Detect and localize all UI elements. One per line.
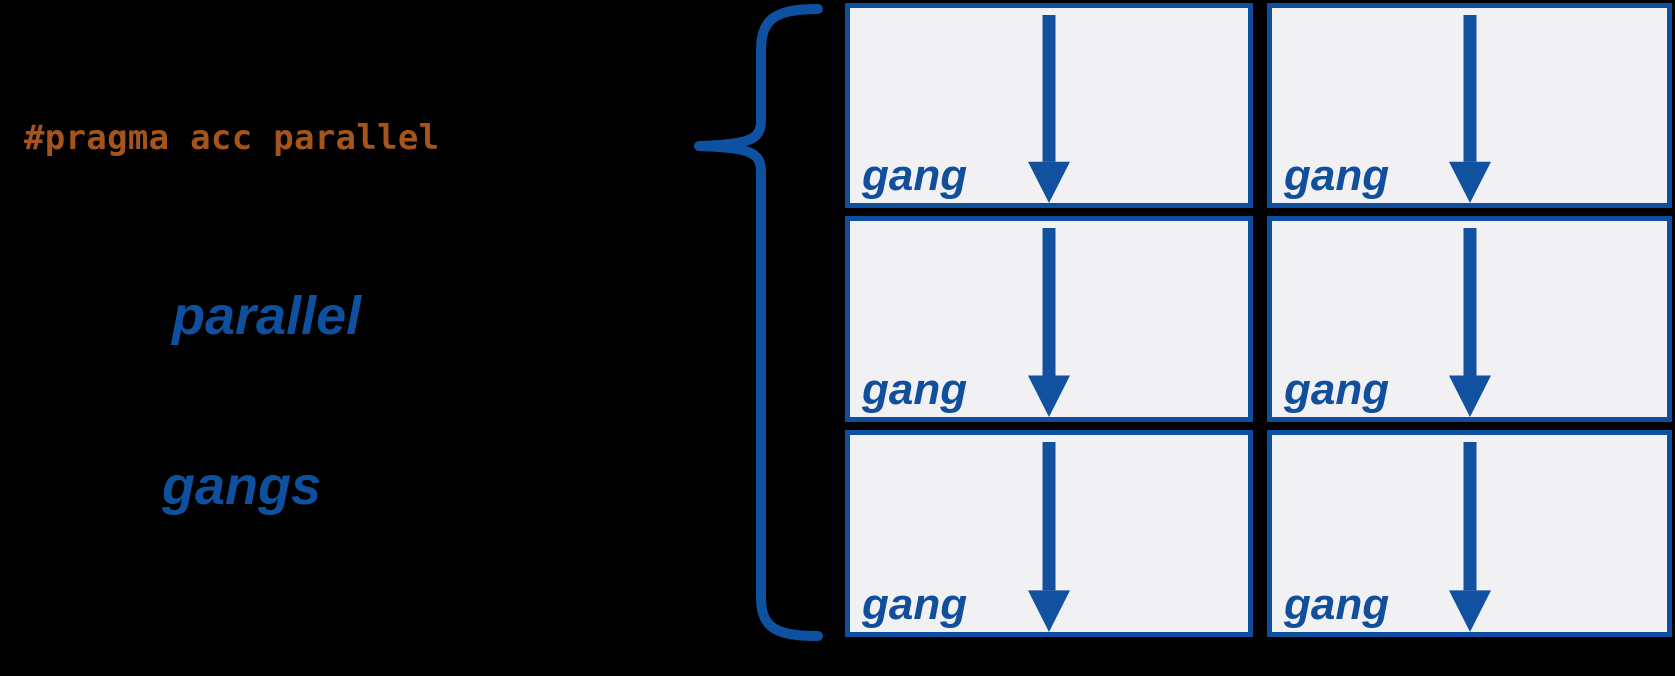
down-arrow-icon: [1448, 228, 1491, 417]
down-arrow-icon: [1028, 442, 1070, 632]
down-arrow-icon: [1028, 15, 1070, 203]
parallel-label: parallel: [172, 286, 362, 346]
gang-label: gang: [1284, 151, 1390, 200]
gang-label: gang: [862, 151, 968, 200]
gang-box: gang: [845, 216, 1253, 422]
down-arrow-icon: [1448, 15, 1491, 203]
down-arrow-icon: [1448, 442, 1491, 632]
pragma-directive-text: #pragma acc parallel: [24, 118, 440, 158]
gang-box: gang: [1267, 3, 1672, 208]
gang-label: gang: [1284, 580, 1390, 629]
gang-box: gang: [845, 3, 1253, 208]
gang-label: gang: [862, 365, 968, 414]
gang-box: gang: [845, 430, 1253, 637]
gang-box: gang: [1267, 430, 1672, 637]
gangs-label: gangs: [162, 456, 322, 516]
down-arrow-icon: [1028, 228, 1070, 417]
gang-label: gang: [862, 580, 968, 629]
gang-label: gang: [1284, 365, 1390, 414]
gang-box: gang: [1267, 216, 1672, 422]
